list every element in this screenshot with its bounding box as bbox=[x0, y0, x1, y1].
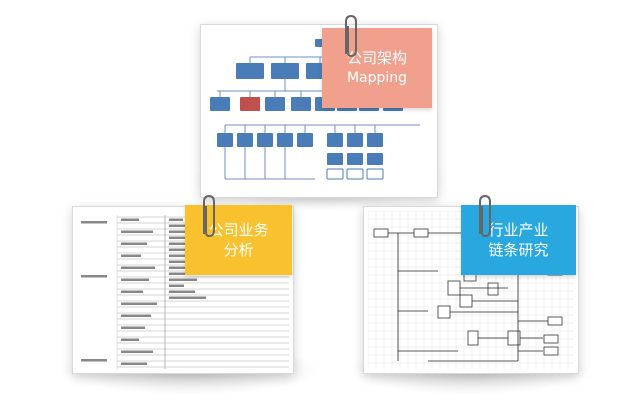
org-box bbox=[210, 97, 230, 111]
table-cell-text bbox=[121, 362, 147, 365]
org-structure-note-line2: Mapping bbox=[346, 69, 408, 86]
table-cell-text bbox=[169, 260, 188, 263]
table-cell-text bbox=[81, 359, 107, 362]
table-cell-text bbox=[121, 350, 153, 353]
flow-box bbox=[547, 316, 563, 326]
table-cell-text bbox=[121, 254, 141, 257]
table-cell-text bbox=[121, 326, 145, 329]
table-cell-text bbox=[169, 218, 183, 221]
flow-box bbox=[373, 228, 389, 238]
org-box bbox=[277, 133, 293, 147]
flow-box bbox=[543, 346, 559, 356]
org-box bbox=[367, 153, 383, 165]
table-cell-text bbox=[121, 338, 139, 341]
org-box bbox=[291, 97, 311, 111]
table-cell-text bbox=[81, 221, 107, 224]
business-analysis-sticky-note: 公司业务 分析 bbox=[185, 205, 292, 275]
table-cell-text bbox=[121, 242, 147, 245]
org-box bbox=[326, 168, 344, 180]
org-box bbox=[236, 63, 264, 79]
flow-box bbox=[459, 294, 473, 308]
org-box bbox=[367, 133, 383, 147]
org-structure-sticky-note: 公司架构 Mapping bbox=[322, 28, 432, 108]
table-cell-text bbox=[169, 278, 197, 281]
table-cell-text bbox=[169, 290, 195, 293]
table-cell-text bbox=[121, 230, 153, 233]
org-box bbox=[346, 168, 364, 180]
org-structure-note-line1: 公司架构 bbox=[346, 49, 407, 68]
org-box bbox=[327, 133, 343, 147]
flow-box bbox=[413, 228, 429, 238]
org-box bbox=[271, 63, 299, 79]
paperclip-icon bbox=[345, 14, 357, 58]
org-box bbox=[265, 97, 285, 111]
business-analysis-note-line2: 分析 bbox=[223, 241, 254, 259]
table-cell-text bbox=[81, 275, 107, 278]
table-cell-text bbox=[121, 266, 155, 269]
table-cell-text bbox=[169, 284, 184, 287]
flow-box bbox=[543, 334, 559, 344]
table-cell-text bbox=[121, 278, 149, 281]
table-cell-text bbox=[121, 302, 157, 305]
table-cell-text bbox=[169, 248, 190, 251]
org-box bbox=[347, 153, 363, 165]
org-box bbox=[366, 168, 384, 180]
table-cell-text bbox=[169, 296, 206, 299]
org-box bbox=[257, 133, 273, 147]
org-box bbox=[297, 133, 313, 147]
paperclip-icon bbox=[479, 194, 491, 238]
table-cell-text bbox=[121, 290, 143, 293]
flow-box bbox=[487, 282, 499, 296]
paperclip-icon bbox=[203, 194, 215, 238]
org-box bbox=[240, 97, 260, 111]
flow-box bbox=[467, 330, 479, 346]
industry-chain-note-line1: 行业产业 bbox=[488, 220, 549, 239]
table-cell-text bbox=[169, 236, 192, 239]
table-cell-text bbox=[169, 266, 199, 269]
industry-chain-note-line2: 链条研究 bbox=[488, 241, 549, 259]
table-cell-text bbox=[169, 272, 186, 275]
business-table bbox=[81, 215, 289, 369]
org-box bbox=[347, 133, 363, 147]
table-cell-text bbox=[121, 314, 151, 317]
org-box bbox=[237, 133, 253, 147]
org-box bbox=[217, 133, 233, 147]
org-box bbox=[327, 153, 343, 165]
business-analysis-note-line1: 公司业务 bbox=[208, 220, 269, 239]
table-cell-text bbox=[169, 224, 194, 227]
flow-box bbox=[447, 280, 461, 296]
table-cell-text bbox=[121, 218, 139, 221]
flow-box bbox=[437, 305, 451, 319]
